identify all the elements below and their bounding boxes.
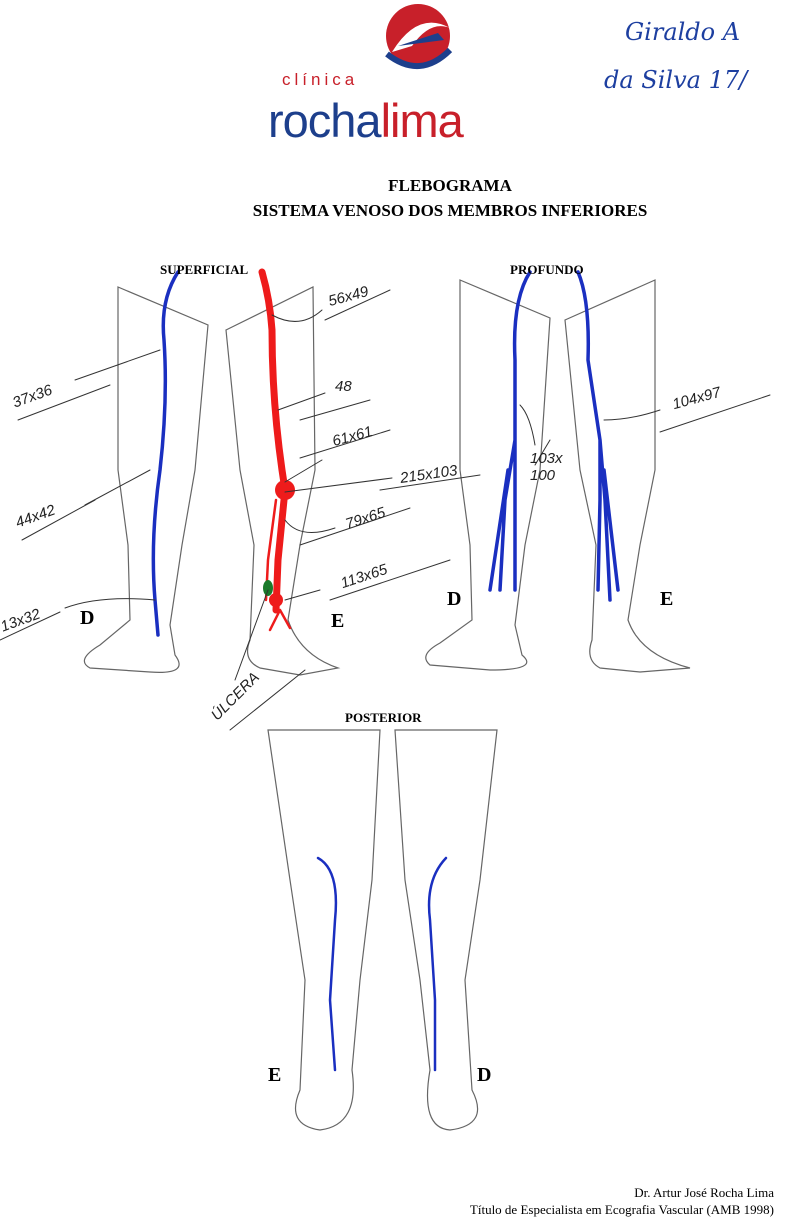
- side-label: D: [80, 607, 95, 629]
- logo-clinica-text: clínica: [282, 70, 359, 89]
- logo-rocha: rocha: [268, 94, 382, 147]
- section-superficial: SUPERFICIAL: [160, 262, 249, 277]
- vein-deep-left: [576, 270, 620, 602]
- document-title: FLEBOGRAMA: [388, 176, 512, 195]
- vein-posterior-right: [427, 856, 448, 1072]
- logo-lima: lima: [380, 94, 464, 147]
- section-profundo: PROFUNDO: [510, 262, 584, 277]
- patient-name-line2: da Silva 17/: [604, 66, 748, 94]
- patient-name-line1: Giraldo A: [625, 18, 741, 46]
- vein-superficial-right: [151, 270, 180, 637]
- side-label: E: [660, 588, 674, 610]
- vein-deep-right: [488, 270, 532, 592]
- ulcer-marker: [263, 580, 273, 596]
- document-subtitle: SISTEMA VENOSO DOS MEMBROS INFERIORES: [252, 201, 648, 220]
- side-label: D: [477, 1064, 492, 1086]
- section-posterior: POSTERIOR: [345, 710, 422, 725]
- doctor-credentials: Título de Especialista em Ecografia Vasc…: [469, 1202, 774, 1217]
- annotation-lines: [0, 289, 771, 731]
- logo-emblem: [385, 4, 453, 70]
- logo-wordmark: rochalima: [268, 94, 464, 147]
- vein-superficial-left-reflux: [258, 268, 289, 614]
- side-label: E: [331, 610, 345, 632]
- side-label: D: [447, 588, 462, 610]
- measurement: 48: [335, 378, 352, 395]
- reflux-dilation: [275, 480, 295, 500]
- side-label: E: [268, 1064, 282, 1086]
- doctor-name: Dr. Artur José Rocha Lima: [634, 1185, 774, 1200]
- vein-posterior-left: [316, 856, 338, 1072]
- leg-outlines: [83, 279, 691, 1131]
- reflux-dilation: [269, 593, 283, 607]
- measurement: 103x 100: [530, 450, 563, 484]
